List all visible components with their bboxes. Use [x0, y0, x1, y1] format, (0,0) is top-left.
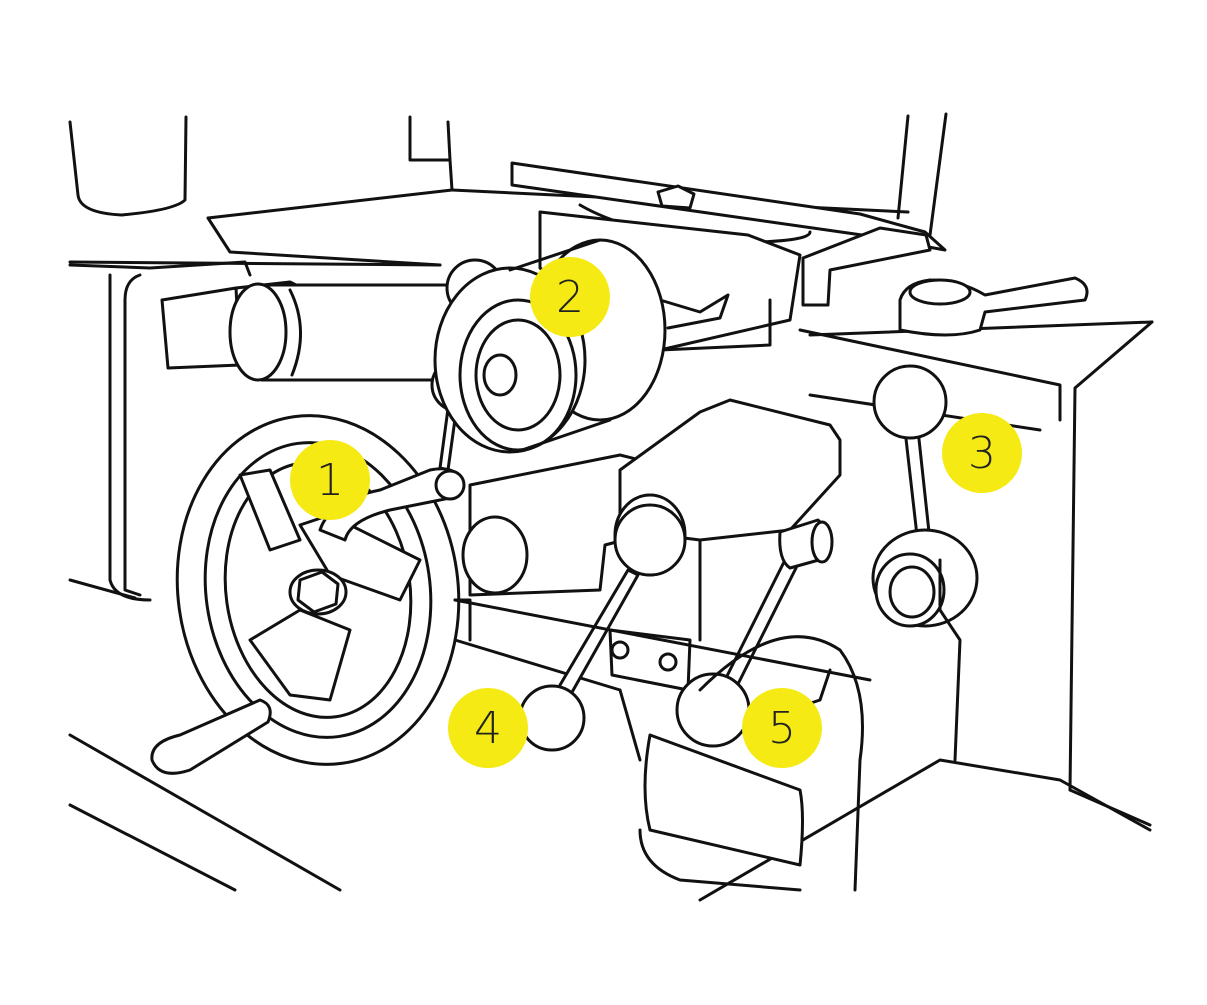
- callout-badge-4: 4: [448, 688, 528, 768]
- apron-lever[interactable]: [871, 364, 979, 762]
- callout-badge-3: 3: [942, 413, 1022, 493]
- callout-label-2: 2: [556, 271, 584, 323]
- left-tool-holder: [68, 115, 188, 217]
- callout-label-4: 4: [474, 702, 502, 754]
- callout-label-1: 1: [316, 454, 344, 506]
- cross-slide-cylinder: [228, 282, 457, 382]
- callout-label-5: 5: [768, 702, 796, 754]
- callout-label-3: 3: [968, 427, 996, 479]
- hex-nut-icon: [296, 570, 340, 614]
- lathe-bed: [68, 598, 872, 892]
- callout-badge-2: 2: [530, 257, 610, 337]
- handwheel-crank-handle[interactable]: [150, 698, 272, 775]
- lower-housing: [618, 635, 864, 892]
- clamp-lever[interactable]: [898, 276, 1089, 337]
- callout-badge-5: 5: [742, 688, 822, 768]
- callout-badge-1: 1: [290, 440, 370, 520]
